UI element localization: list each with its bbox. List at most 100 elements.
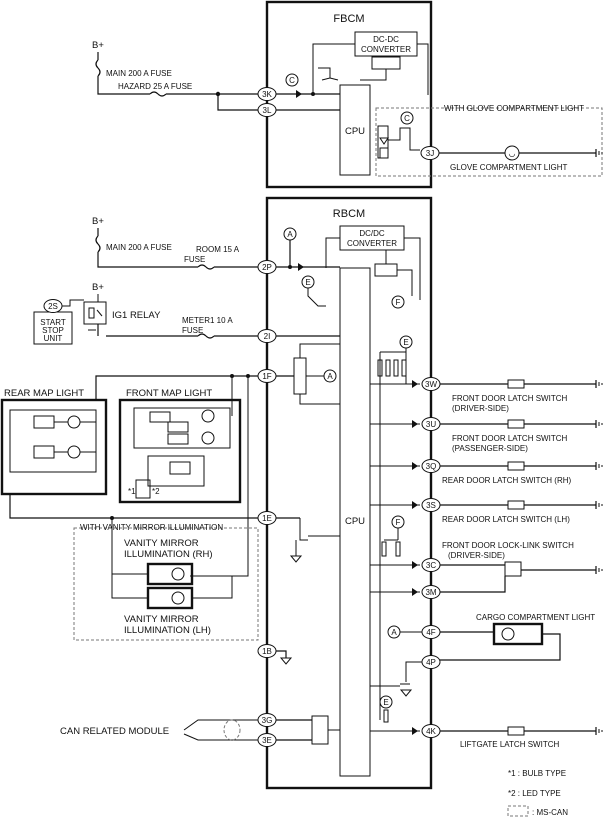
svg-text:F: F bbox=[396, 518, 401, 527]
fbcm-title: FBCM bbox=[333, 13, 364, 25]
vanity-rh-lamp bbox=[146, 562, 194, 586]
front-map-bulb-led-symbol bbox=[135, 479, 151, 499]
svg-text:C: C bbox=[404, 114, 410, 123]
rbcm-marker-e-3 bbox=[379, 695, 393, 709]
svg-text:A: A bbox=[391, 628, 397, 637]
rear-rh-latch-label: REAR DOOR LATCH SWITCH (RH) bbox=[442, 476, 572, 485]
rbcm-1f-driver bbox=[293, 357, 307, 395]
svg-text:3G: 3G bbox=[262, 716, 273, 725]
vanity-lh-label-1: VANITY MIRROR bbox=[124, 614, 199, 625]
rbcm-can-transceiver bbox=[311, 715, 329, 745]
ig1-relay-symbol bbox=[83, 301, 107, 325]
glove-group-label: WITH GLOVE COMPARTMENT LIGHT bbox=[444, 104, 584, 113]
svg-text:2P: 2P bbox=[262, 263, 272, 272]
svg-text:A: A bbox=[287, 230, 293, 239]
fbcm-b-plus: B+ bbox=[92, 40, 104, 51]
svg-text:C: C bbox=[289, 76, 295, 85]
svg-text:◡: ◡ bbox=[509, 149, 516, 158]
fbcm-hazard-fuse-label: HAZARD 25 A FUSE bbox=[118, 82, 192, 91]
svg-text:3Q: 3Q bbox=[426, 462, 437, 471]
vanity-group-box bbox=[73, 527, 259, 641]
rbcm-regulator bbox=[374, 263, 398, 277]
rear-rh-latch-switch-icon bbox=[507, 461, 525, 471]
vanity-lh-lamp bbox=[146, 586, 194, 610]
rbcm-marker-f-1 bbox=[391, 295, 405, 309]
front-passenger-latch-label-1: FRONT DOOR LATCH SWITCH bbox=[452, 434, 567, 443]
vanity-lh-label-2: ILLUMINATION (LH) bbox=[124, 625, 211, 636]
fbcm-converter-line1: DC-DC bbox=[373, 35, 399, 44]
cargo-light-box bbox=[492, 622, 544, 646]
pullup-resistors-group bbox=[377, 359, 407, 377]
svg-text:3L: 3L bbox=[263, 106, 272, 115]
legend-bulb-type: *1 : BULB TYPE bbox=[508, 769, 566, 778]
rear-map-bulb-2-icon bbox=[67, 445, 81, 459]
glove-light-label: GLOVE COMPARTMENT LIGHT bbox=[450, 163, 567, 172]
front-map-light-label: FRONT MAP LIGHT bbox=[126, 388, 212, 399]
rbcm-b-plus-1: B+ bbox=[92, 216, 104, 227]
svg-text:2I: 2I bbox=[264, 332, 271, 341]
svg-text:E: E bbox=[383, 698, 388, 707]
lock-link-label-2: (DRIVER-SIDE) bbox=[448, 551, 505, 560]
rbcm-room-fuse-label-1: ROOM 15 A bbox=[196, 245, 240, 254]
svg-text:1E: 1E bbox=[262, 514, 272, 523]
svg-text:UNIT: UNIT bbox=[44, 334, 63, 343]
svg-text:E: E bbox=[403, 338, 408, 347]
rbcm-main-fuse-label: MAIN 200 A FUSE bbox=[106, 243, 172, 252]
ground-icon bbox=[595, 727, 603, 735]
vanity-group-label: WITH VANITY MIRROR ILLUMINATION bbox=[80, 523, 223, 532]
rear-lh-latch-label: REAR DOOR LATCH SWITCH (LH) bbox=[442, 515, 570, 524]
note-2: *2 bbox=[152, 487, 160, 496]
fbcm-cpu-label: CPU bbox=[345, 126, 365, 137]
svg-text:3W: 3W bbox=[425, 380, 437, 389]
rbcm-module-box bbox=[265, 196, 433, 790]
legend-ms-can-icon bbox=[507, 805, 529, 817]
front-map-switch-1 bbox=[149, 411, 171, 423]
rbcm-b-plus-2: B+ bbox=[92, 282, 104, 293]
svg-text:A: A bbox=[327, 372, 333, 381]
svg-text:4K: 4K bbox=[426, 727, 436, 736]
front-map-switch-3 bbox=[167, 433, 189, 445]
rbcm-cpu bbox=[339, 267, 371, 777]
vanity-rh-bulb-icon bbox=[171, 567, 185, 581]
svg-text:3S: 3S bbox=[426, 501, 436, 510]
svg-text:3M: 3M bbox=[425, 588, 436, 597]
fbcm-cpu bbox=[339, 84, 371, 176]
svg-text:3K: 3K bbox=[262, 90, 272, 99]
front-map-switch-2 bbox=[167, 421, 189, 433]
liftgate-latch-switch-icon bbox=[507, 726, 525, 736]
rear-map-bulb-1-icon bbox=[67, 415, 81, 429]
ig1-relay-label: IG1 RELAY bbox=[112, 310, 161, 321]
rbcm-title: RBCM bbox=[333, 208, 365, 220]
vanity-lh-bulb-icon bbox=[171, 591, 185, 605]
legend-ms-can: : MS-CAN bbox=[532, 808, 568, 817]
fbcm-hazard-fuse-symbol bbox=[149, 91, 167, 97]
ground-icon bbox=[595, 420, 603, 428]
fbcm-marker-c-2 bbox=[400, 111, 414, 125]
svg-text:3U: 3U bbox=[426, 420, 436, 429]
liftgate-latch-label: LIFTGATE LATCH SWITCH bbox=[460, 740, 559, 749]
front-passenger-latch-switch-icon bbox=[507, 419, 525, 429]
can-twisted-pair-icon bbox=[223, 719, 241, 741]
rear-lh-latch-switch-icon bbox=[507, 500, 525, 510]
note-1: *1 bbox=[128, 487, 136, 496]
legend-led-type: *2 : LED TYPE bbox=[508, 789, 561, 798]
rbcm-meter-fuse-label-2: FUSE bbox=[182, 326, 203, 335]
front-map-light-box bbox=[118, 398, 242, 504]
front-map-bulb-1-icon bbox=[201, 409, 215, 423]
svg-text:2S: 2S bbox=[48, 302, 58, 311]
rear-map-light-label: REAR MAP LIGHT bbox=[4, 388, 84, 399]
svg-text:3J: 3J bbox=[426, 149, 434, 158]
front-passenger-latch-label-2: (PASSENGER-SIDE) bbox=[452, 444, 528, 453]
lock-link-label-1: FRONT DOOR LOCK-LINK SWITCH bbox=[442, 541, 574, 550]
cargo-light-label: CARGO COMPARTMENT LIGHT bbox=[476, 613, 595, 622]
svg-text:F: F bbox=[396, 298, 401, 307]
svg-text:1B: 1B bbox=[262, 647, 272, 656]
fbcm-marker-c-1 bbox=[285, 73, 299, 87]
ground-icon bbox=[595, 380, 603, 388]
fbcm-regulator bbox=[371, 56, 401, 70]
svg-text:STOP: STOP bbox=[42, 326, 64, 335]
fbcm-main-fuse-label: MAIN 200 A FUSE bbox=[106, 69, 172, 78]
can-module-label: CAN RELATED MODULE bbox=[60, 726, 169, 737]
